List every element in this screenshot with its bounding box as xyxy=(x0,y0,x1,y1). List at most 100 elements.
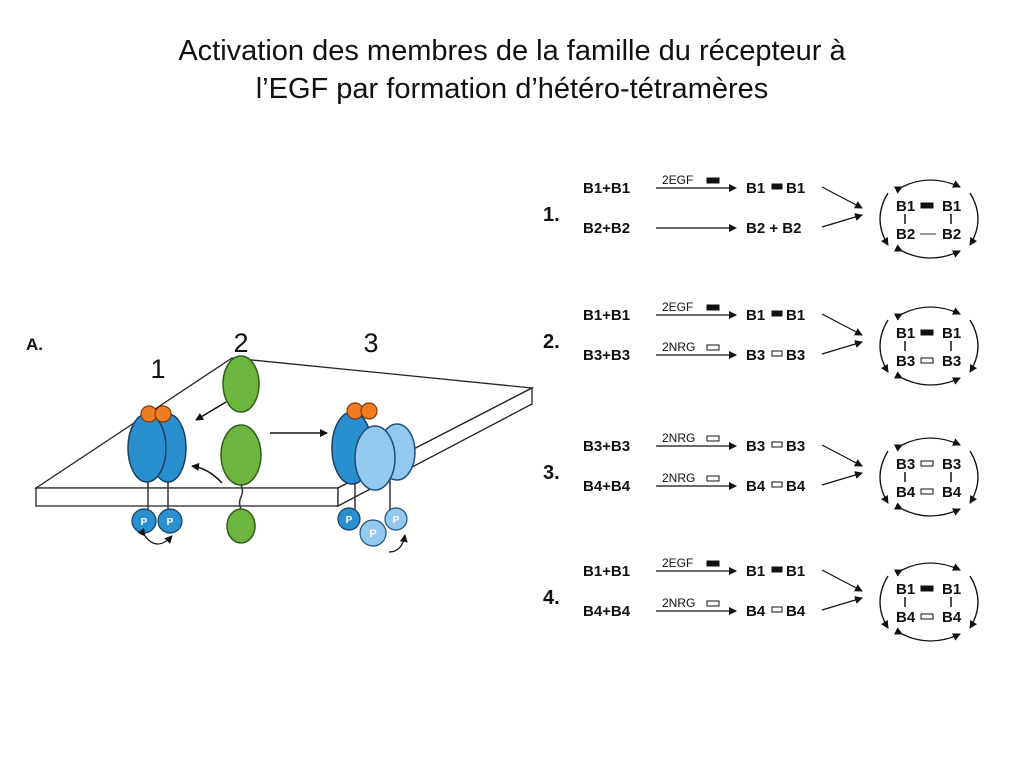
cross-phosphorylation-arrow xyxy=(388,534,408,553)
receptor-label-2: 2 xyxy=(233,328,248,358)
tetramer-bottom-right: B3 xyxy=(942,353,961,370)
assembly-arrow xyxy=(821,569,863,592)
reaction-row-2: B2+B2 B2 + B2 xyxy=(583,213,863,237)
dimer-bond-icon xyxy=(920,202,934,209)
scheme-number: 1. xyxy=(543,204,560,226)
phospho-site xyxy=(337,507,361,531)
product-right: B1 xyxy=(786,307,805,324)
phospho-site xyxy=(384,507,408,531)
right-bracket-arrow xyxy=(969,319,979,373)
product-right: B4 xyxy=(786,603,806,620)
receptor-2 xyxy=(220,355,262,544)
dimer-bond-icon xyxy=(771,310,783,317)
bottom-transphosphorylation-arrow xyxy=(893,244,961,259)
tetramer-bottom-right: B4 xyxy=(942,484,962,501)
ligand-label: 2EGF xyxy=(662,300,693,314)
slide-title: Activation des membres de la famille du … xyxy=(0,32,1024,108)
ligand-label: 2EGF xyxy=(662,173,693,187)
product-left: B3 xyxy=(746,347,765,364)
tetramer-top-right: B1 xyxy=(942,325,961,342)
egf-ligand-icon xyxy=(706,304,720,311)
panel-a: A. 1 2 3 P P xyxy=(26,328,535,553)
receptor-label-3: 3 xyxy=(363,328,378,358)
scheme-number: 4. xyxy=(543,587,560,609)
ligand-label: 2NRG xyxy=(662,471,695,485)
product-right: B1 xyxy=(786,563,805,580)
arrow-from-dimer-1 xyxy=(191,462,223,484)
title-line-2: l’EGF par formation d’hétéro-tétramères xyxy=(255,73,769,105)
dimer-bond-icon xyxy=(771,481,783,488)
assembly-arrow xyxy=(821,213,863,228)
ligand-label: 2NRG xyxy=(662,596,695,610)
right-bracket-arrow xyxy=(969,192,979,246)
ligand-label: 2NRG xyxy=(662,340,695,354)
left-bracket-arrow xyxy=(879,192,889,246)
right-bracket-arrow xyxy=(969,575,979,629)
tetramer-bottom-right: B2 xyxy=(942,226,961,243)
reactants: B3+B3 xyxy=(583,347,630,364)
phospho-label: P xyxy=(369,528,376,540)
tetramer-bottom-left: B4 xyxy=(896,484,916,501)
product: B2 + B2 xyxy=(746,220,801,237)
dimer-bond-icon xyxy=(771,606,783,613)
reactants: B1+B1 xyxy=(583,180,630,197)
right-bracket-arrow xyxy=(969,450,979,504)
product-left: B1 xyxy=(746,307,765,324)
receptor-dimer-1: P P xyxy=(127,405,187,545)
tetramer-top-left: B1 xyxy=(896,198,915,215)
product-left: B1 xyxy=(746,563,765,580)
tetramer-top-left: B3 xyxy=(896,456,915,473)
reactants: B3+B3 xyxy=(583,438,630,455)
assembly-arrow xyxy=(821,313,863,336)
product-left: B3 xyxy=(746,438,765,455)
bottom-transphosphorylation-arrow xyxy=(893,371,961,386)
membrane xyxy=(33,357,535,508)
dimer-bond-icon xyxy=(771,350,783,357)
top-transphosphorylation-arrow xyxy=(893,179,961,194)
assembly-arrow xyxy=(821,444,863,467)
product-right: B4 xyxy=(786,478,806,495)
nrg-ligand-icon xyxy=(706,435,720,442)
reaction-row-1: B1+B1 2EGF B1 B1 xyxy=(583,556,863,592)
dimer-bond-icon xyxy=(920,357,934,364)
tetramer-bottom-right: B4 xyxy=(942,609,962,626)
left-bracket-arrow xyxy=(879,575,889,629)
panel-a-label: A. xyxy=(26,335,43,354)
product-left: B4 xyxy=(746,603,766,620)
assembly-arrow xyxy=(821,186,863,209)
scheme-number: 2. xyxy=(543,331,560,353)
bottom-transphosphorylation-arrow xyxy=(893,502,961,517)
dimer-bond-icon xyxy=(771,183,783,190)
tetramer-bottom-left: B4 xyxy=(896,609,916,626)
phospho-site xyxy=(359,519,387,547)
ligand-label: 2EGF xyxy=(662,556,693,570)
dimer-bond-icon xyxy=(920,488,934,495)
assembly-arrow xyxy=(821,340,863,355)
arrow-to-dimer-1 xyxy=(195,401,227,421)
product-left: B1 xyxy=(746,180,765,197)
reactants: B1+B1 xyxy=(583,563,630,580)
reactants: B4+B4 xyxy=(583,478,631,495)
reactants: B2+B2 xyxy=(583,220,630,237)
receptor-label-1: 1 xyxy=(150,354,165,384)
tetramer-top-right: B1 xyxy=(942,581,961,598)
assembly-arrow xyxy=(821,471,863,486)
product-right: B3 xyxy=(786,438,805,455)
assembly-arrow xyxy=(821,596,863,611)
tetramer-bottom-left: B3 xyxy=(896,353,915,370)
nrg-ligand-icon xyxy=(706,600,720,607)
top-transphosphorylation-arrow xyxy=(893,437,961,452)
receptor-dimer-3: P P P xyxy=(331,402,416,553)
